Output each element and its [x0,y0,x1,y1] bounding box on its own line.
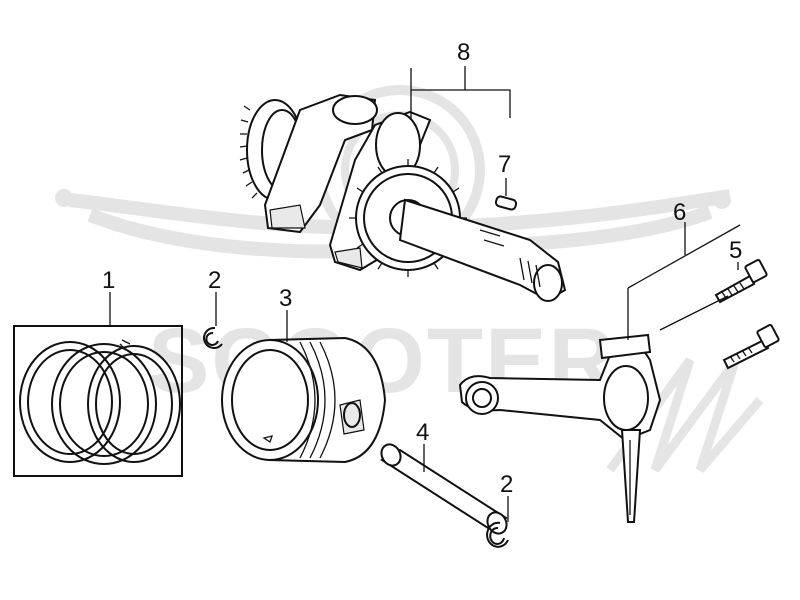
callout-circlip-lower: 2 [500,471,513,498]
leader-line-crankshaft [410,66,511,120]
circlip-upper [203,326,223,349]
connecting-rod [458,333,662,523]
callout-crankshaft: 8 [457,39,470,66]
piston [221,336,387,464]
callout-connecting-rod: 6 [673,199,686,226]
leader-line-connecting-rod [627,222,741,340]
bolt-lower [722,324,780,370]
leader-lines [109,66,741,522]
callout-bolt: 5 [729,237,742,264]
piston-rings [13,325,183,477]
piston-pin [380,443,508,535]
watermark-signature [606,357,764,473]
leader-line-bolt [659,262,739,331]
circlip-lower [486,521,509,548]
crankshaft [239,93,567,302]
bolt-upper [714,259,768,304]
callout-circlip-upper: 2 [208,267,221,294]
watermark-dot-right [713,191,731,209]
watermark-dot-left [55,189,73,207]
key [494,195,518,211]
bolts [714,259,780,370]
callout-piston-rings: 1 [102,267,115,294]
callout-key: 7 [498,151,511,178]
callout-piston: 3 [279,285,292,312]
callout-piston-pin: 4 [416,419,429,446]
callout-labels: 8 7 6 5 1 2 3 4 2 [102,39,742,498]
